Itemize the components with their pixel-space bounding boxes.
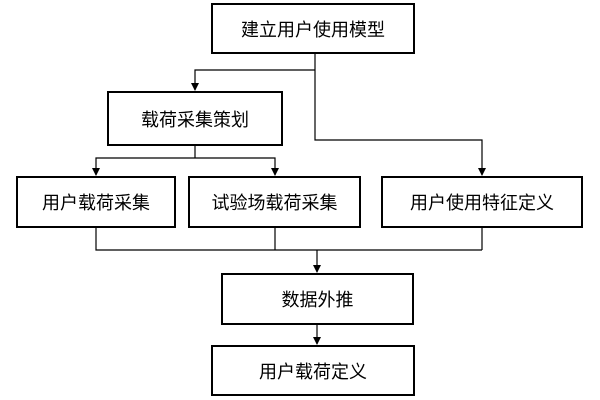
node-user-usage-feature-definition-label: 用户使用特征定义 xyxy=(410,193,554,214)
node-load-collection-planning-label: 载荷采集策划 xyxy=(141,109,249,131)
node-proving-ground-load-collection: 试验场载荷采集 xyxy=(188,176,361,228)
node-user-load-collection: 用户载荷采集 xyxy=(16,176,176,228)
node-build-user-model: 建立用户使用模型 xyxy=(211,3,415,54)
node-user-load-definition: 用户载荷定义 xyxy=(211,345,415,396)
edge-build-model-to-plan xyxy=(191,69,315,91)
node-build-user-model-label: 建立用户使用模型 xyxy=(241,19,385,41)
edge-user-load-down xyxy=(95,228,482,251)
edge-plan-to-test-load xyxy=(195,157,279,176)
node-data-extrapolation-label: 数据外推 xyxy=(281,290,354,311)
edge-plan-to-user-load xyxy=(92,157,195,176)
node-user-usage-feature-definition: 用户使用特征定义 xyxy=(381,176,583,228)
node-user-load-definition-label: 用户载荷定义 xyxy=(259,361,367,383)
edge-build-model-to-usage-feature xyxy=(314,70,486,176)
node-user-load-collection-label: 用户载荷采集 xyxy=(42,193,150,214)
node-load-collection-planning: 载荷采集策划 xyxy=(107,91,283,146)
node-proving-ground-load-collection-label: 试验场载荷采集 xyxy=(211,193,338,214)
node-data-extrapolation: 数据外推 xyxy=(221,273,414,325)
